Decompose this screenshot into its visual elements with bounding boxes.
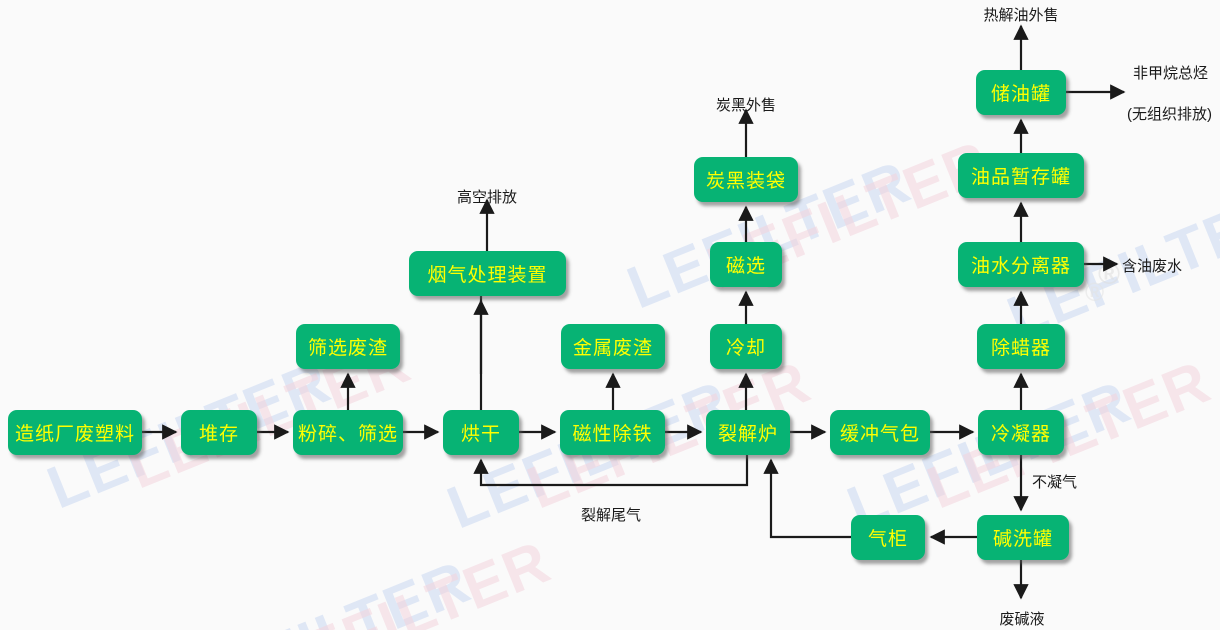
label-waste-alkali-liquid: 废碱液 [999, 611, 1045, 628]
node-oil-storage-tank[interactable]: 储油罐 [976, 70, 1066, 115]
label-fugitive-emission: (无组织排放) [1127, 106, 1212, 123]
label-nmhc: 非甲烷总烃 [1133, 65, 1209, 82]
node-buffer-gas-bag[interactable]: 缓冲气包 [830, 410, 930, 455]
label-oily-wastewater: 含油废水 [1122, 258, 1183, 275]
node-magnetic-separation[interactable]: 磁选 [710, 242, 782, 287]
node-waste-plastic[interactable]: 造纸厂废塑料 [8, 410, 142, 455]
edge-pyrolysis-tailgas-to-dry [473, 455, 749, 487]
node-alkali-wash-tank[interactable]: 碱洗罐 [977, 515, 1069, 560]
node-oil-water-separator[interactable]: 油水分离器 [958, 242, 1084, 287]
edge-gasholder-to-pyrolysis [763, 458, 851, 539]
node-drying[interactable]: 烘干 [443, 410, 519, 455]
node-magnetic-iron-removal[interactable]: 磁性除铁 [560, 410, 665, 455]
label-noncondensable-gas: 不凝气 [1032, 474, 1078, 491]
node-stockpile[interactable]: 堆存 [181, 410, 257, 455]
label-carbon-black-sale: 炭黑外售 [715, 97, 777, 114]
label-pyrolysis-tail-gas: 裂解尾气 [580, 507, 642, 524]
node-gas-holder[interactable]: 气柜 [851, 515, 925, 560]
node-flue-gas-treatment[interactable]: 烟气处理装置 [409, 251, 566, 296]
node-pyrolysis-furnace[interactable]: 裂解炉 [706, 410, 790, 455]
node-cooling[interactable]: 冷却 [710, 324, 782, 369]
node-oil-temp-storage-tank[interactable]: 油品暂存罐 [958, 153, 1084, 198]
node-metal-residue[interactable]: 金属废渣 [561, 324, 665, 369]
node-carbon-black-bagging[interactable]: 炭黑装袋 [694, 157, 798, 202]
node-dewaxer[interactable]: 除蜡器 [977, 324, 1065, 369]
label-high-altitude-discharge: 高空排放 [456, 189, 518, 206]
node-condenser[interactable]: 冷凝器 [978, 410, 1064, 455]
label-pyrolysis-oil-sale: 热解油外售 [983, 7, 1059, 24]
node-screening-residue[interactable]: 筛选废渣 [296, 324, 400, 369]
node-crush-screen[interactable]: 粉碎、筛选 [293, 410, 403, 455]
